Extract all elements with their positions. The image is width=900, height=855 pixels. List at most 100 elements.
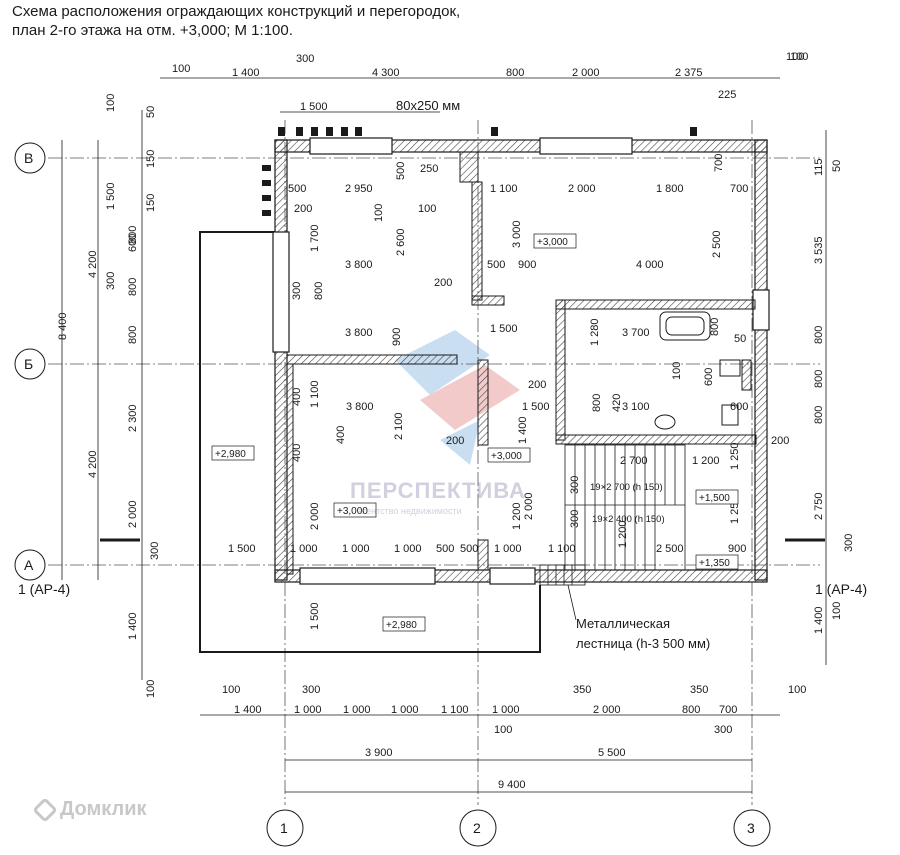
idim-68: 1 500 — [309, 602, 321, 630]
bathtub — [659, 311, 711, 341]
dim-bot-r1-0: 100 — [222, 684, 240, 696]
idim-21: 300 — [291, 282, 303, 300]
dim-left-c13: 1 400 — [127, 612, 139, 640]
idim-10: 100 — [373, 204, 385, 222]
dim-left-big-0: 4 200 — [87, 250, 99, 278]
idim-59: 1 000 — [342, 543, 370, 555]
dim-bot-r2-7: 800 — [682, 704, 700, 716]
brand-icon — [32, 796, 58, 823]
idim-18: 900 — [518, 259, 536, 271]
window-note: 80х250 мм — [396, 98, 460, 113]
dim-bot-r2-3: 1 000 — [391, 704, 419, 716]
idim-42: 2 100 — [393, 412, 405, 440]
idim-35: 200 — [528, 379, 546, 391]
terrace — [199, 231, 541, 653]
idim-31: 600 — [703, 368, 715, 386]
idim-36: 420 — [611, 394, 623, 412]
dim-top-7: 100 — [790, 51, 808, 63]
dim-right-c7: 300 — [843, 534, 855, 552]
dim-right-c8: 100 — [831, 602, 843, 620]
dim-left-c4: 150 — [145, 194, 157, 212]
idim-55: 300 — [569, 510, 581, 528]
idim-16: 3 800 — [345, 259, 373, 271]
idim-2: 500 — [395, 162, 407, 180]
dim-left-total: 8 400 — [57, 312, 69, 340]
title-line-1: Схема расположения ограждающих конструкц… — [12, 3, 461, 20]
idim-12: 1 700 — [309, 224, 321, 252]
dim-bot-r2-2: 1 000 — [343, 704, 371, 716]
outer-walls — [272, 137, 770, 585]
level-3: +3,000 — [337, 506, 368, 517]
section-mark-left: 1 (АР-4) — [18, 581, 70, 597]
dim-bot-r2-6: 2 000 — [593, 704, 621, 716]
idim-33: 1 100 — [309, 380, 321, 408]
dim-top-2: 300 — [296, 53, 314, 65]
dim-top-1: 1 400 — [232, 67, 260, 79]
dim-bot-r2-5: 1 000 — [492, 704, 520, 716]
axis-row-a: А — [24, 557, 34, 573]
idim-28: 800 — [709, 318, 721, 336]
dim-left-c0: 100 — [105, 94, 117, 112]
watermark-subtext: агентство недвижимости — [358, 506, 462, 516]
dim-right-c0: 50 — [831, 160, 843, 172]
idim-3: 250 — [420, 163, 438, 175]
dim-right-c9: 1 400 — [813, 606, 825, 634]
title-line-2: план 2-го этажа на отм. +3,000; М 1:100. — [12, 22, 293, 39]
axis-markers: В Б А 1 2 3 — [14, 142, 771, 847]
dim-axis-1-2: 3 900 — [365, 747, 393, 759]
idim-60: 1 000 — [394, 543, 422, 555]
dim-bot-r3-0: 100 — [494, 724, 512, 736]
idim-61: 500 — [436, 543, 454, 555]
idim-1: 2 950 — [345, 183, 373, 195]
partitions — [286, 151, 757, 575]
dim-top-row2-1: 225 — [718, 89, 736, 101]
idim-34: 400 — [291, 388, 303, 406]
idim-19: 4 000 — [636, 259, 664, 271]
dim-bot-r2-8: 700 — [719, 704, 737, 716]
dim-left-c2: 150 — [145, 150, 157, 168]
dim-left-c12: 300 — [149, 542, 161, 560]
dim-left-c7: 300 — [105, 272, 117, 290]
level-marks: +3,000 +2,980 +3,000 +3,000 +1,500 +1,35… — [211, 233, 739, 632]
idim-11: 100 — [418, 203, 436, 215]
idim-39: 3 100 — [622, 401, 650, 413]
dim-right-c2: 3 535 — [813, 236, 825, 264]
staircase — [539, 444, 686, 586]
level-0: +3,000 — [537, 237, 568, 248]
dim-bot-r1-1: 300 — [302, 684, 320, 696]
level-6: +2,980 — [386, 620, 417, 631]
dim-right-c5: 800 — [813, 406, 825, 424]
idim-15: 2 500 — [711, 230, 723, 258]
idim-0: 500 — [288, 183, 306, 195]
axis-col-1: 1 — [280, 820, 288, 836]
idim-20: 200 — [434, 277, 452, 289]
drawing-title: Схема расположения ограждающих конструкц… — [12, 2, 460, 40]
idim-49: 300 — [569, 476, 581, 494]
idim-9: 200 — [294, 203, 312, 215]
idim-13: 2 600 — [395, 228, 407, 256]
idim-45: 1 400 — [517, 416, 529, 444]
idim-37: 800 — [591, 394, 603, 412]
axis-col-2: 2 — [473, 820, 481, 836]
dim-bot-r2-0: 1 400 — [234, 704, 262, 716]
idim-24: 900 — [391, 328, 403, 346]
toilet — [721, 404, 739, 426]
dim-bot-r1-3: 350 — [690, 684, 708, 696]
idim-8: 700 — [730, 183, 748, 195]
idim-66: 2 500 — [656, 543, 684, 555]
stair-note-line-2: лестница (h-3 500 мм) — [576, 636, 710, 651]
idim-7: 700 — [713, 154, 725, 172]
idim-57: 1 500 — [228, 543, 256, 555]
idim-27: 3 700 — [622, 327, 650, 339]
brand-name: Домклик — [60, 798, 147, 820]
idim-4: 1 100 — [490, 183, 518, 195]
idim-58: 1 000 — [290, 543, 318, 555]
dim-right-c4: 800 — [813, 370, 825, 388]
dim-left-c14: 100 — [145, 680, 157, 698]
level-5: +1,350 — [699, 558, 730, 569]
idim-23: 3 800 — [345, 327, 373, 339]
sink — [654, 414, 676, 430]
level-2: +3,000 — [491, 451, 522, 462]
dim-right-c3: 800 — [813, 326, 825, 344]
